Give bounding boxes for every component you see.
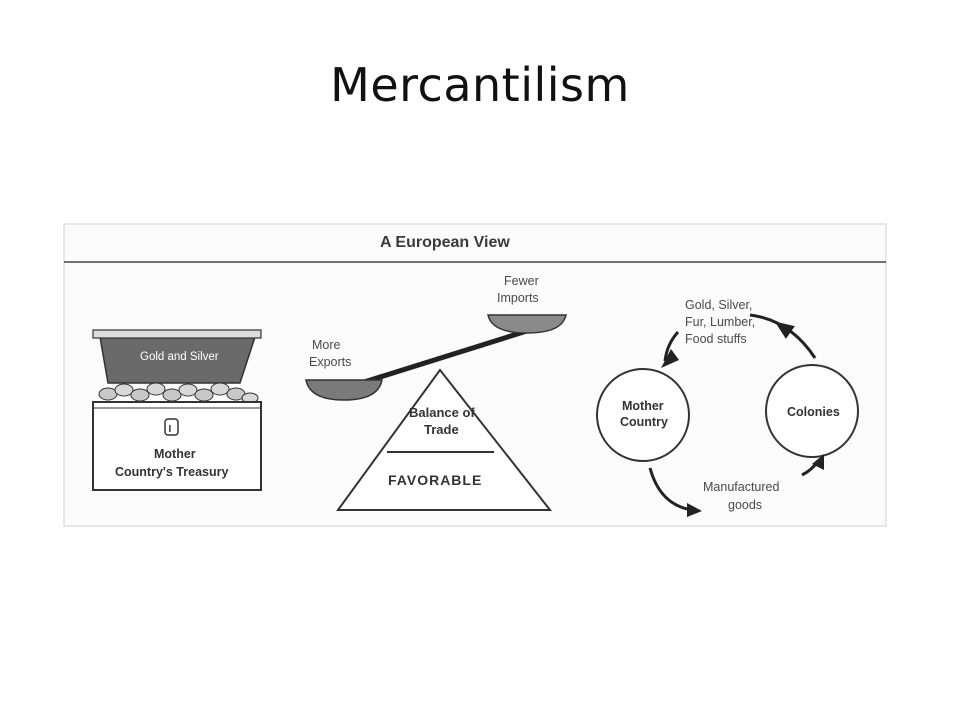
pyramid-label-line1: Balance of xyxy=(409,405,475,420)
manufactured-goods-arrowhead xyxy=(687,503,702,517)
mother-country-circle xyxy=(596,368,690,462)
mother-country-label-line1: Mother xyxy=(622,399,664,413)
coin xyxy=(210,382,230,396)
coin xyxy=(146,382,166,396)
colonies-circle xyxy=(765,364,859,458)
figure-heading: A European View xyxy=(380,234,510,251)
raw-materials-arrowhead xyxy=(661,349,679,368)
left-pan-label-line1: More xyxy=(312,338,341,352)
coin xyxy=(194,388,214,402)
treasury-caption-line1: Mother xyxy=(154,447,196,461)
cycle-top-label-line2: Fur, Lumber, xyxy=(685,315,755,329)
cycle-top-label-line1: Gold, Silver, xyxy=(685,298,752,312)
left-pan-label-line2: Exports xyxy=(309,355,351,369)
colonies-label: Colonies xyxy=(787,405,840,419)
coin xyxy=(98,387,118,401)
right-pan xyxy=(487,314,567,334)
pyramid-base-label: FAVORABLE xyxy=(388,472,482,488)
pyramid xyxy=(336,368,553,511)
manufactured-goods-arrow xyxy=(648,467,693,512)
mother-country-label-line2: Country xyxy=(620,415,668,429)
lock-icon xyxy=(164,418,179,436)
left-pan xyxy=(305,379,383,401)
cycle-bottom-label-line1: Manufactured xyxy=(703,480,779,494)
slide-title: Mercantilism xyxy=(330,58,630,112)
coin xyxy=(162,388,182,402)
lock-symbol: I xyxy=(169,424,172,435)
coin xyxy=(114,383,134,397)
chest-body xyxy=(92,401,262,491)
mercantilism-diagram: A European View Gold and Silver I Mother… xyxy=(63,223,887,527)
cycle-top-label-line3: Food stuffs xyxy=(685,332,747,346)
right-pan-label-line1: Fewer xyxy=(504,274,539,288)
trade-cycle-group: Mother Country Colonies Gold, Silver, Fu… xyxy=(596,298,859,517)
raw-materials-arrow-left xyxy=(663,330,680,362)
treasury-group: Gold and Silver I Mother Country's Treas… xyxy=(92,329,262,491)
manufactured-goods-arrowhead-right xyxy=(812,454,824,470)
coin xyxy=(130,388,150,402)
chest-label: Gold and Silver xyxy=(140,351,219,363)
balance-scale-group: Balance of Trade FAVORABLE More Exports … xyxy=(305,274,567,511)
raw-materials-arrowhead-right xyxy=(774,321,795,339)
right-pan-label-line2: Imports xyxy=(497,291,539,305)
pyramid-label-line2: Trade xyxy=(424,422,459,437)
scale-beam xyxy=(342,327,533,391)
chest-rim xyxy=(92,329,262,339)
cycle-bottom-label-line2: goods xyxy=(728,498,762,512)
treasury-caption-line2: Country's Treasury xyxy=(115,465,228,479)
coin xyxy=(178,383,198,397)
